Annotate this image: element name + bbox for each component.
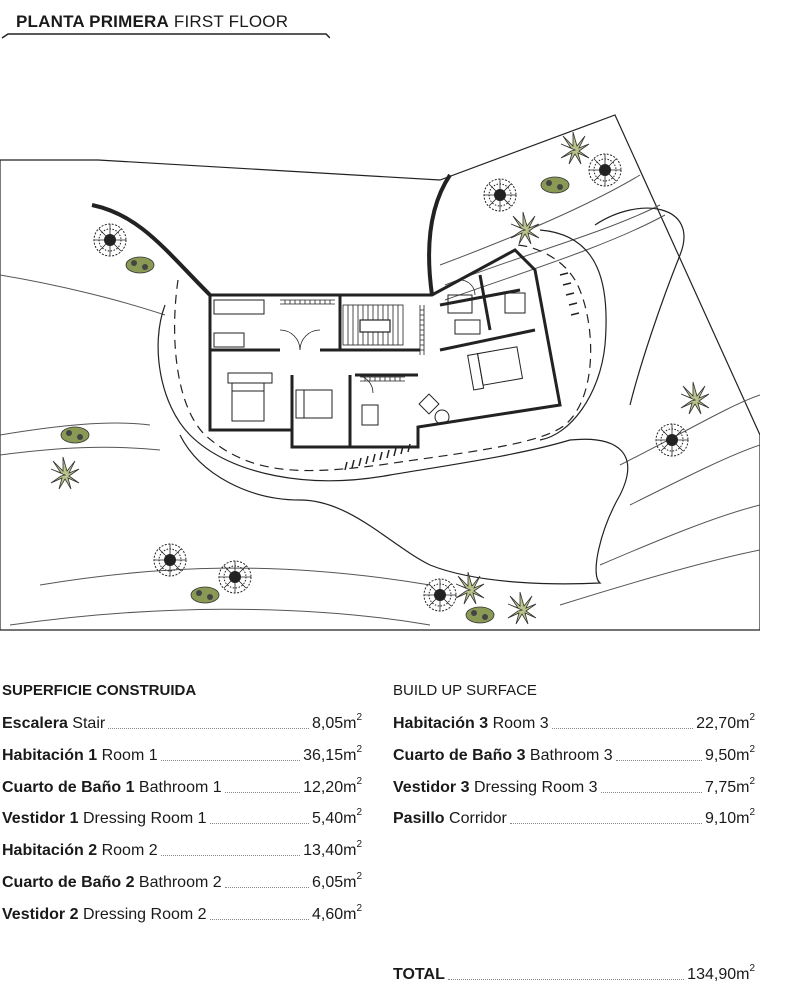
room-label: Cuarto de Baño 3 Bathroom 3 (393, 746, 613, 764)
room-label: Escalera Stair (2, 715, 106, 732)
room-label: Habitación 2 Room 2 (2, 842, 158, 860)
leader-dots (447, 979, 685, 980)
total-row: TOTAL 134,90m2 (393, 963, 755, 984)
stair-symbol (342, 304, 404, 346)
retaining-wall-left (91, 203, 212, 297)
leader-dots (224, 887, 309, 888)
total-value: 134,90m2 (687, 963, 755, 983)
total-label: TOTAL (393, 966, 445, 983)
room-label: Habitación 1 Room 1 (2, 746, 158, 764)
surface-row: Habitación 3 Room 3 22,70m2 (393, 712, 755, 733)
room-area: 9,10m2 (704, 807, 755, 828)
surface-row: Habitación 2 Room 2 13,40m2 (2, 839, 362, 860)
exterior-steps (344, 272, 580, 471)
garden-path-outline (539, 229, 607, 441)
room-area: 9,50m2 (704, 743, 755, 764)
room-label: Vestidor 1 Dressing Room 1 (2, 810, 207, 828)
leader-dots (600, 791, 702, 793)
section-title-en: BUILD UP SURFACE (393, 682, 537, 699)
leader-dots (160, 759, 301, 761)
leader-dots (615, 759, 702, 761)
header-underline (1, 33, 330, 39)
surface-row: Vestidor 3 Dressing Room 3 7,75m2 (393, 775, 755, 797)
wardrobes (280, 299, 425, 382)
terrain-outline (0, 114, 760, 631)
room-label: Habitación 3 Room 3 (393, 715, 549, 732)
room-label: Vestidor 3 Dressing Room 3 (393, 778, 598, 796)
surface-row: Vestidor 2 Dressing Room 2 4,60m2 (2, 902, 362, 924)
room-area: 12,20m2 (303, 775, 362, 796)
title-english: FIRST FLOOR (173, 12, 289, 31)
room-label: Cuarto de Baño 1 Bathroom 1 (2, 778, 222, 796)
floor-plan-drawing (0, 114, 760, 631)
surface-row: Cuarto de Baño 2 Bathroom 2 6,05m2 (2, 871, 362, 892)
leader-dots (160, 855, 301, 857)
room-area: 7,75m2 (704, 775, 755, 796)
section-title-es: SUPERFICIE CONSTRUIDA (2, 682, 197, 699)
garden-path-outer (594, 207, 685, 406)
title-spanish: PLANTA PRIMERA (16, 12, 169, 31)
room-area: 4,60m2 (311, 902, 362, 923)
room-label: Pasillo Corridor (393, 810, 507, 828)
furniture (213, 292, 526, 426)
room-area: 6,05m2 (311, 871, 362, 891)
leader-dots (224, 791, 301, 793)
retaining-wall-right (427, 173, 452, 296)
roof-outline-dashed (174, 244, 592, 472)
surface-row: Cuarto de Baño 3 Bathroom 3 9,50m2 (393, 743, 755, 765)
room-area: 22,70m2 (696, 712, 755, 732)
leader-dots (509, 823, 702, 825)
room-area: 36,15m2 (303, 743, 362, 764)
surface-row: Cuarto de Baño 1 Bathroom 1 12,20m2 (2, 775, 362, 797)
surface-row: Vestidor 1 Dressing Room 1 5,40m2 (2, 807, 362, 828)
surface-row: Escalera Stair 8,05m2 (2, 712, 362, 733)
terrace-outline (157, 304, 629, 585)
surface-row: Habitación 1 Room 1 36,15m2 (2, 743, 362, 765)
door-swings (279, 279, 476, 394)
page-title: PLANTA PRIMERA FIRST FLOOR (16, 12, 288, 32)
leader-dots (209, 823, 309, 825)
leader-dots (108, 728, 309, 729)
room-area: 13,40m2 (303, 839, 362, 860)
leader-dots (209, 918, 309, 920)
room-area: 8,05m2 (311, 712, 362, 732)
room-label: Vestidor 2 Dressing Room 2 (2, 905, 207, 923)
room-area: 5,40m2 (311, 807, 362, 828)
leader-dots (551, 728, 694, 729)
page-header: PLANTA PRIMERA FIRST FLOOR (0, 0, 330, 42)
room-label: Cuarto de Baño 2 Bathroom 2 (2, 874, 222, 891)
surface-row: Pasillo Corridor 9,10m2 (393, 807, 755, 828)
